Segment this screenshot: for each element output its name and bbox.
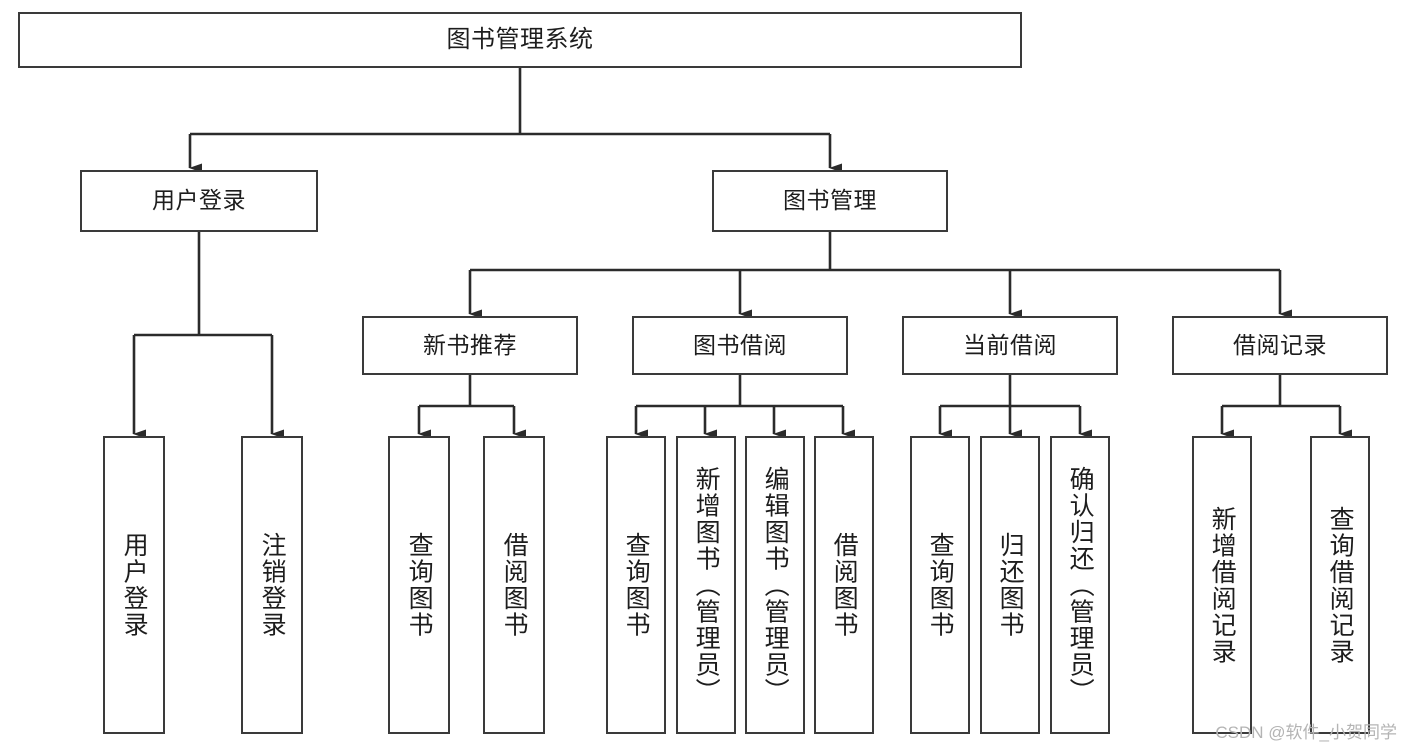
leaf-borrow-book-borrow[interactable]: 借阅图书 xyxy=(814,436,874,734)
node-label: 查询借阅记录 xyxy=(1326,505,1355,665)
node-label: 查询图书 xyxy=(405,532,434,638)
leaf-borrow-book-new-book[interactable]: 借阅图书 xyxy=(483,436,545,734)
node-book-borrow[interactable]: 图书借阅 xyxy=(632,316,848,375)
leaf-query-borrow-record[interactable]: 查询借阅记录 xyxy=(1310,436,1370,734)
node-label: 借阅图书 xyxy=(830,532,859,638)
node-label: 借阅图书 xyxy=(500,532,529,638)
node-borrow-record[interactable]: 借阅记录 xyxy=(1172,316,1388,375)
node-label: 注销登录 xyxy=(258,532,287,638)
leaf-add-borrow-record[interactable]: 新增借阅记录 xyxy=(1192,436,1252,734)
leaf-add-book-admin[interactable]: 新增图书（管理员） xyxy=(676,436,736,734)
node-label: 编辑图书（管理员） xyxy=(761,465,790,705)
leaf-return-book[interactable]: 归还图书 xyxy=(980,436,1040,734)
node-label: 新增借阅记录 xyxy=(1208,505,1237,665)
node-label: 图书管理 xyxy=(783,187,877,214)
csdn-watermark: CSDN @软件_小贺同学 xyxy=(1215,723,1397,742)
node-label: 当前借阅 xyxy=(963,331,1057,358)
node-book-manage[interactable]: 图书管理 xyxy=(712,170,948,232)
node-label: 归还图书 xyxy=(996,532,1025,638)
leaf-query-book-borrow[interactable]: 查询图书 xyxy=(606,436,666,734)
leaf-user-login[interactable]: 用户登录 xyxy=(103,436,165,734)
node-label: 查询图书 xyxy=(622,532,651,638)
node-label: 确认归还（管理员） xyxy=(1066,465,1095,705)
node-label: 新书推荐 xyxy=(423,331,517,358)
node-label: 图书管理系统 xyxy=(446,25,594,53)
node-label: 用户登录 xyxy=(152,187,246,214)
node-label: 图书借阅 xyxy=(693,331,787,358)
leaf-logout-login[interactable]: 注销登录 xyxy=(241,436,303,734)
node-root-book-management-system[interactable]: 图书管理系统 xyxy=(18,12,1022,68)
leaf-edit-book-admin[interactable]: 编辑图书（管理员） xyxy=(745,436,805,734)
node-label: 查询图书 xyxy=(926,532,955,638)
node-user-login[interactable]: 用户登录 xyxy=(80,170,318,232)
node-label: 借阅记录 xyxy=(1233,331,1327,358)
node-new-book-recommend[interactable]: 新书推荐 xyxy=(362,316,578,375)
node-label: 用户登录 xyxy=(120,532,149,638)
leaf-query-book-new-book[interactable]: 查询图书 xyxy=(388,436,450,734)
leaf-confirm-return-admin[interactable]: 确认归还（管理员） xyxy=(1050,436,1110,734)
node-label: 新增图书（管理员） xyxy=(692,465,721,705)
node-current-borrow[interactable]: 当前借阅 xyxy=(902,316,1118,375)
leaf-query-book-current[interactable]: 查询图书 xyxy=(910,436,970,734)
